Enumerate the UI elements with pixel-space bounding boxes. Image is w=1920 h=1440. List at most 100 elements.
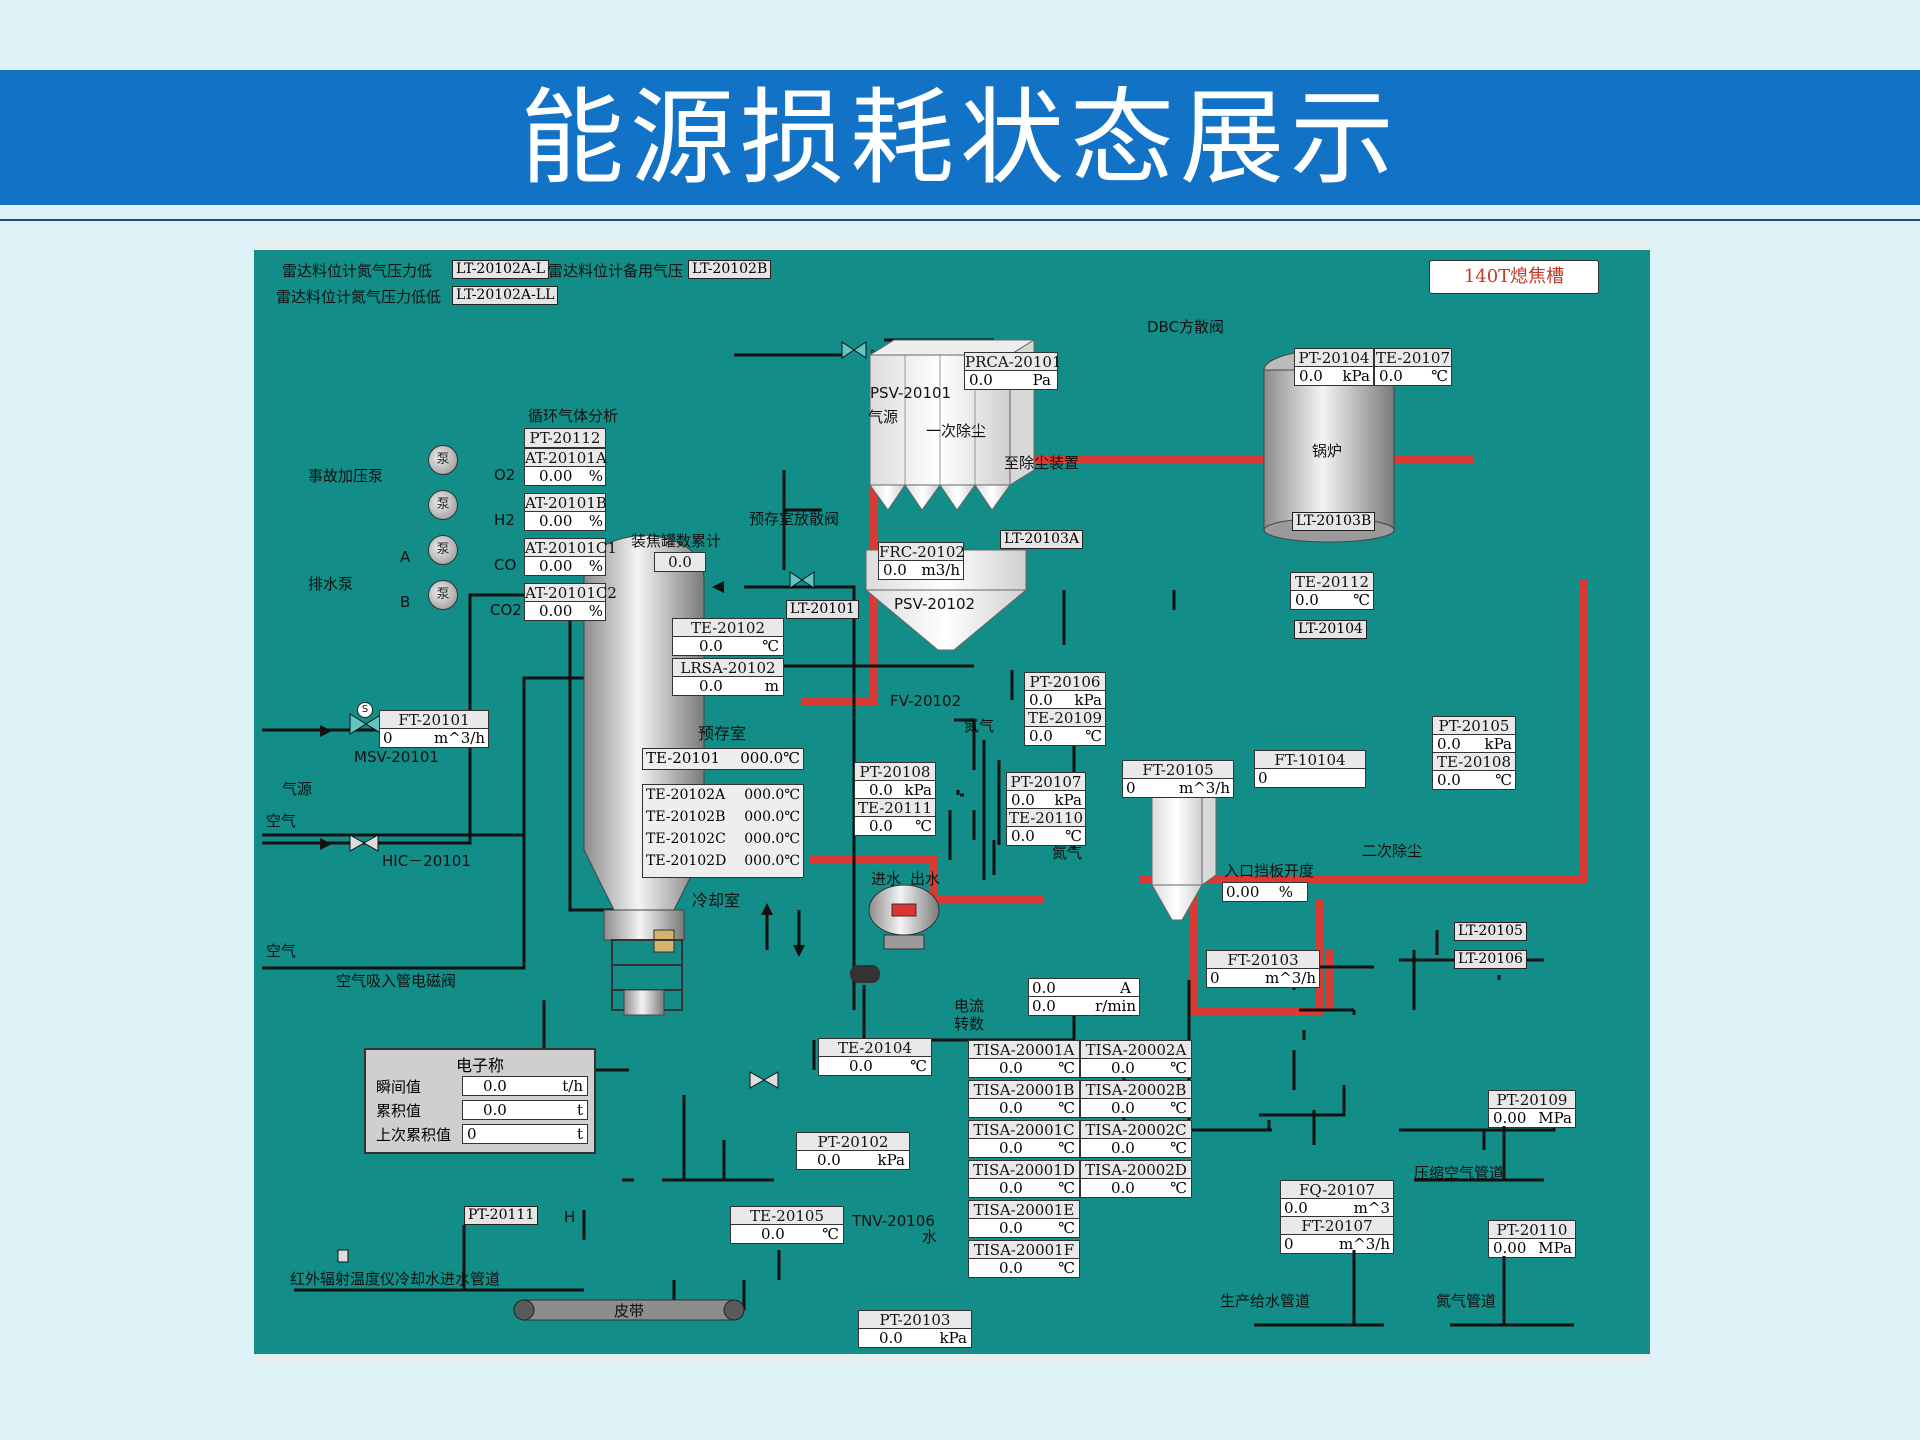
scale-label-instant: 瞬间值	[376, 1078, 422, 1096]
tisa-20001f[interactable]: TISA-20001F	[968, 1240, 1080, 1260]
air-pipelines	[262, 585, 856, 1010]
tag-pt-20102[interactable]: PT-20102	[796, 1132, 910, 1152]
tag-pt-20111[interactable]: PT-20111	[464, 1206, 539, 1225]
tisa-unit: ℃	[1058, 1179, 1075, 1197]
baffle-opening-value[interactable]: 0.00%	[1222, 882, 1308, 902]
tag-msv-20101[interactable]: MSV-20101	[354, 748, 439, 766]
ft-10104-value: 0	[1254, 768, 1366, 788]
tisa-unit: ℃	[1058, 1219, 1075, 1237]
te-20102b-tag[interactable]: TE-20102B	[646, 809, 726, 825]
scale-cum-unit: t	[576, 1101, 583, 1119]
tag-pt-20107[interactable]: PT-20107	[1006, 772, 1086, 792]
gas-value-o2: 0.00%	[524, 466, 606, 486]
te-20109-value: 0.0℃	[1024, 726, 1106, 746]
pump-icon[interactable]: 泵	[428, 445, 458, 475]
tag-pt-20104[interactable]: PT-20104	[1294, 348, 1374, 368]
tag-psv-20101[interactable]: PSV-20101	[870, 384, 952, 402]
gas-analysis-title: 循环气体分析	[528, 407, 619, 425]
gas-label-h2: H2	[494, 511, 515, 529]
water-outlet-label: 出水	[910, 870, 941, 888]
gas-tag-co2[interactable]: AT-20101C2	[524, 583, 617, 603]
tag-te-20105[interactable]: TE-20105	[730, 1206, 844, 1226]
dbc-valve-label: DBC方散阀	[1147, 318, 1225, 336]
scale-label-cum: 累积值	[376, 1102, 422, 1120]
gas-tag-o2[interactable]: AT-20101A	[524, 448, 607, 468]
tag-lt-20103a[interactable]: LT-20103A	[1000, 530, 1084, 549]
tag-lt-20105[interactable]: LT-20105	[1454, 922, 1527, 941]
tag-pt-20103[interactable]: PT-20103	[858, 1310, 972, 1330]
tag-ft-10104[interactable]: FT-10104	[1254, 750, 1366, 770]
tag-ft-20105[interactable]: FT-20105	[1122, 760, 1234, 780]
tag-lt-20101[interactable]: LT-20101	[786, 600, 859, 619]
tag-lt-20102b[interactable]: LT-20102B	[688, 260, 772, 279]
drain-pump-label: 排水泵	[308, 575, 354, 593]
prca-unit: Pa	[1032, 371, 1051, 389]
tag-te-20104[interactable]: TE-20104	[818, 1038, 932, 1058]
tisa-20002d[interactable]: TISA-20002D	[1080, 1160, 1192, 1180]
tag-fv-20102[interactable]: FV-20102	[890, 692, 962, 710]
gas-tag-co[interactable]: AT-20101C1	[524, 538, 617, 558]
tag-pt-20112[interactable]: PT-20112	[524, 428, 606, 448]
tag-frc-20102[interactable]: FRC-20102	[878, 542, 965, 562]
panel-badge: 140T熄焦槽	[1429, 260, 1599, 294]
tag-te-20107[interactable]: TE-20107	[1374, 348, 1452, 368]
tag-ft-20103[interactable]: FT-20103	[1206, 950, 1320, 970]
tisa-20002b[interactable]: TISA-20002B	[1080, 1080, 1192, 1100]
tisa-20002d-value: 0.0℃	[1080, 1178, 1192, 1198]
te111-unit: ℃	[915, 817, 932, 835]
tag-fq-20107[interactable]: FQ-20107	[1280, 1180, 1394, 1200]
conveyor-belt	[513, 1299, 745, 1321]
tisa-20001c[interactable]: TISA-20001C	[968, 1120, 1080, 1140]
tag-pt-20110[interactable]: PT-20110	[1488, 1220, 1576, 1240]
tag-pt-20108[interactable]: PT-20108	[854, 762, 936, 782]
tag-pt-20105[interactable]: PT-20105	[1432, 716, 1516, 736]
tag-te-20112[interactable]: TE-20112	[1290, 572, 1374, 592]
title-banner: 能源损耗状态展示	[0, 70, 1920, 205]
gas-tag-h2[interactable]: AT-20101B	[524, 493, 607, 513]
tag-lt-20103b[interactable]: LT-20103B	[1292, 512, 1376, 531]
tag-lt-20102a-l[interactable]: LT-20102A-L	[452, 260, 550, 279]
tisa-20002a[interactable]: TISA-20002A	[1080, 1040, 1192, 1060]
te-20102d-tag[interactable]: TE-20102D	[646, 853, 727, 869]
tag-lrsa-20102[interactable]: LRSA-20102	[672, 658, 784, 678]
tag-ft-20101[interactable]: FT-20101	[379, 710, 489, 730]
tisa-20001b[interactable]: TISA-20001B	[968, 1080, 1080, 1100]
tisa-20002c[interactable]: TISA-20002C	[1080, 1120, 1192, 1140]
te-20101-tag[interactable]: TE-20101	[646, 749, 721, 767]
pump-icon[interactable]: 泵	[428, 580, 458, 610]
nitrogen-pipe-label: 氮气管道	[1436, 1292, 1497, 1310]
tisa-20001a[interactable]: TISA-20001A	[968, 1040, 1080, 1060]
pt107-unit: kPa	[1054, 791, 1082, 809]
ft-20101-unit: m^3/h	[433, 729, 485, 747]
tag-pt-20106[interactable]: PT-20106	[1024, 672, 1106, 692]
te112-val: 0.0	[1295, 591, 1319, 609]
scale-title: 电子称	[455, 1056, 504, 1075]
tag-prca-20101[interactable]: PRCA-20101	[964, 352, 1062, 372]
scale-cum-val: 0.0	[483, 1101, 507, 1119]
tisa-1d-val: 0.0	[999, 1179, 1023, 1197]
tag-lt-20104[interactable]: LT-20104	[1294, 620, 1367, 639]
te-20102c-tag[interactable]: TE-20102C	[646, 831, 726, 847]
tag-te-20110[interactable]: TE-20110	[1006, 808, 1086, 828]
tag-te-20102[interactable]: TE-20102	[672, 618, 784, 638]
tag-lt-20102a-ll[interactable]: LT-20102A-LL	[452, 286, 559, 305]
tag-te-20109[interactable]: TE-20109	[1024, 708, 1106, 728]
pt108-unit: kPa	[904, 781, 932, 799]
tag-lt-20106[interactable]: LT-20106	[1454, 950, 1527, 969]
co2-val: 0.00	[539, 602, 573, 620]
tag-tnv-20106[interactable]: TNV-20106	[852, 1212, 935, 1230]
pump-icon[interactable]: 泵	[428, 535, 458, 565]
pump-icon[interactable]: 泵	[428, 490, 458, 520]
tisa-20001e[interactable]: TISA-20001E	[968, 1200, 1080, 1220]
tag-ft-20107[interactable]: FT-20107	[1280, 1216, 1394, 1236]
tag-te-20111[interactable]: TE-20111	[854, 798, 936, 818]
tag-hic-20101[interactable]: HIC－20101	[382, 852, 471, 870]
tag-pt-20109[interactable]: PT-20109	[1488, 1090, 1576, 1110]
te-20102a-tag[interactable]: TE-20102A	[646, 787, 726, 803]
tag-psv-20102[interactable]: PSV-20102	[894, 595, 976, 613]
tag-te-20108[interactable]: TE-20108	[1432, 752, 1516, 772]
tisa-20001d[interactable]: TISA-20001D	[968, 1160, 1080, 1180]
